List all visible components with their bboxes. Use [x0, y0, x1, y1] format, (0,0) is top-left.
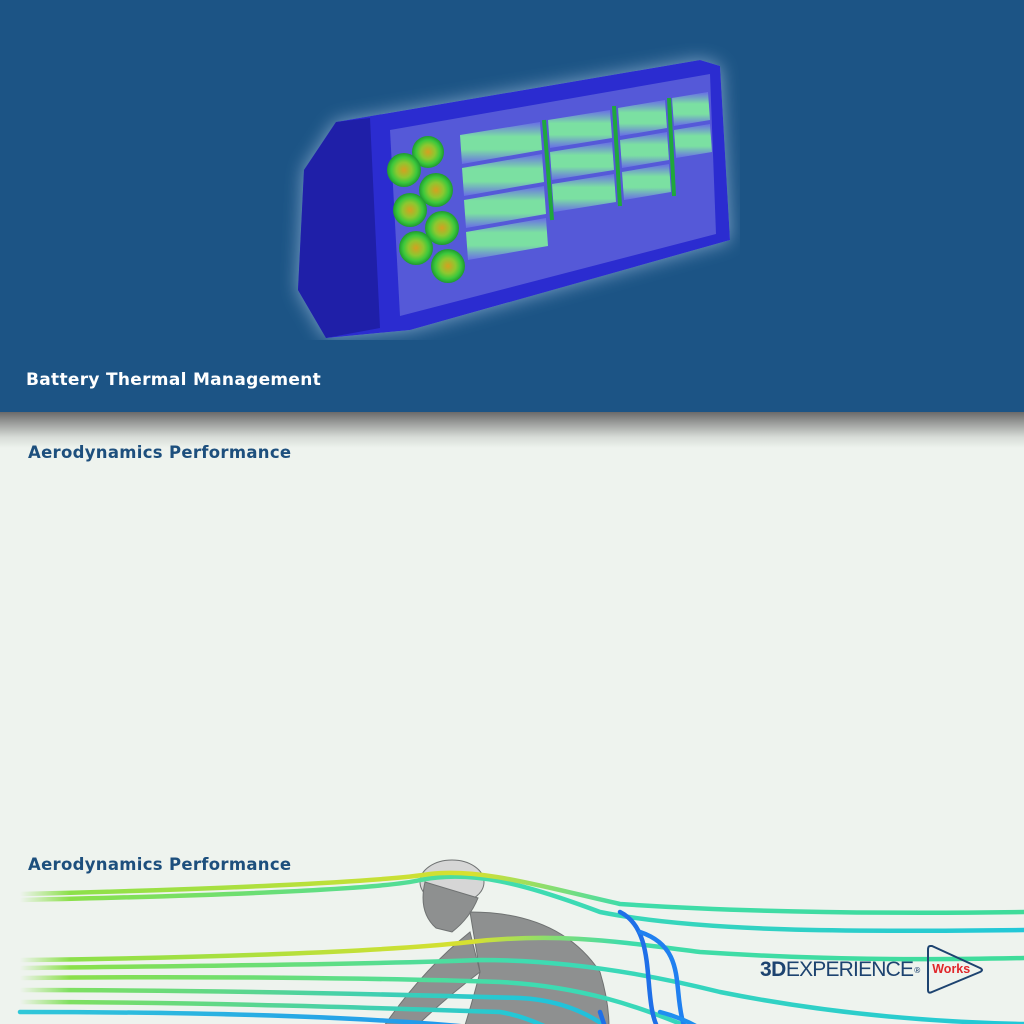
registered-mark: ® [913, 965, 922, 975]
works-badge: Works [924, 942, 986, 998]
aerodynamics-section-title: Aerodynamics Performance [28, 855, 292, 874]
logo-prefix: 3D [760, 958, 786, 981]
battery-pack-illustration [298, 60, 730, 338]
logo-brand: EXPERIENCE [785, 958, 914, 981]
aerodynamics-section: Aerodynamics Performance [0, 412, 1024, 1024]
cyclist-airflow-illustration [17, 859, 1024, 1024]
airflow-streamlines [17, 870, 1024, 1024]
brand-logo: 3D EXPERIENCE ® Works [760, 942, 990, 998]
play-triangle-icon [927, 945, 984, 994]
section-divider [0, 412, 1024, 448]
battery-section: Battery Thermal Management [0, 0, 1024, 412]
battery-section-title: Battery Thermal Management [26, 370, 322, 390]
aerodynamics-section-title: Aerodynamics Performance [28, 443, 292, 462]
logo-product: Works [932, 962, 971, 976]
